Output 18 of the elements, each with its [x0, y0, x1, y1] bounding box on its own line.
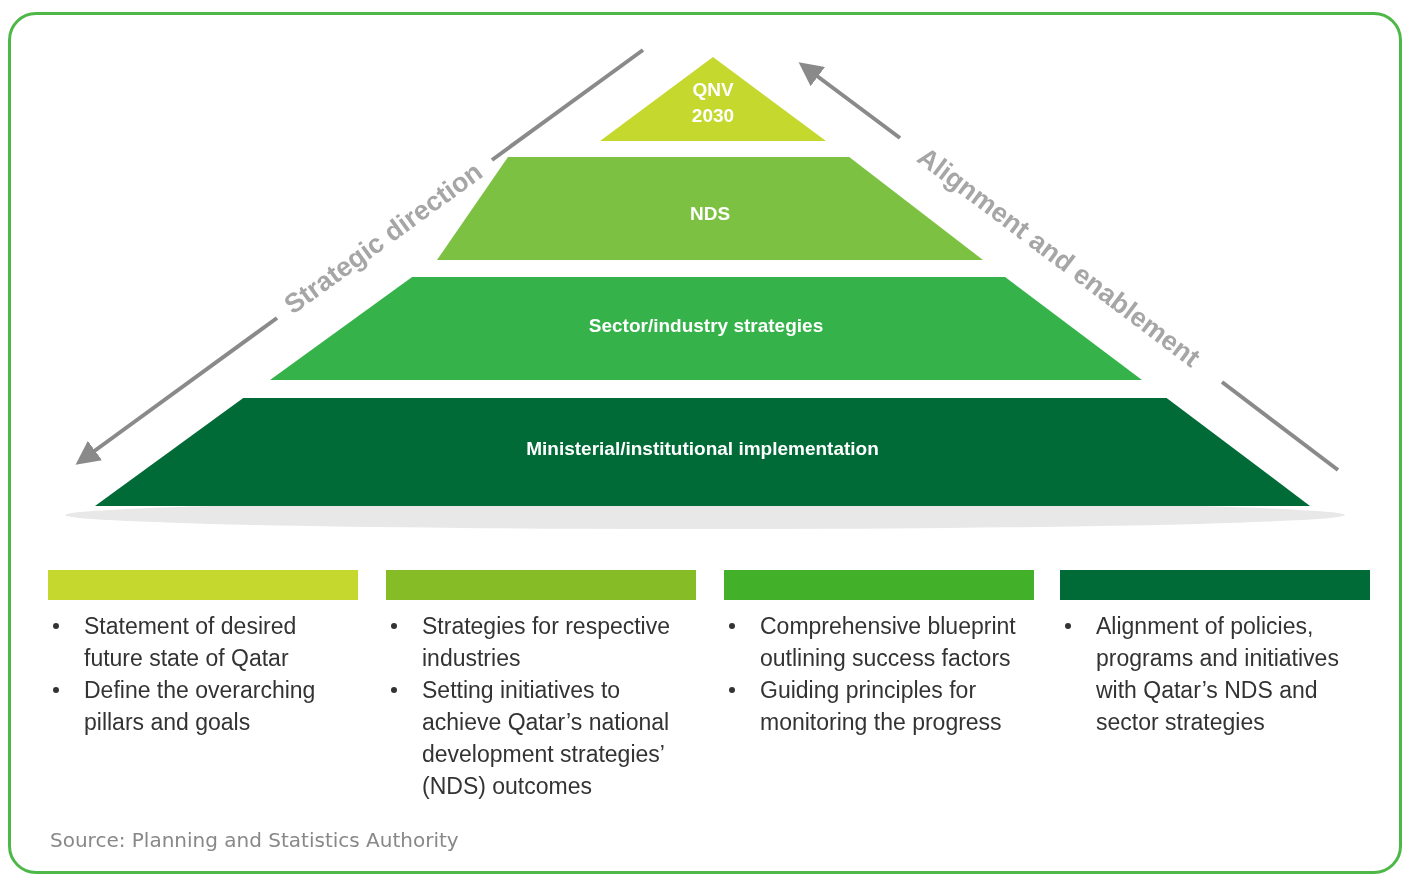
bullet-text: Alignment of policies, programs and initiatives with Qatar’s NDS and sector strategies [1096, 610, 1370, 738]
pyramid-layer [600, 57, 826, 141]
layer-label: NDS [688, 203, 732, 225]
pyramid-layer [95, 398, 1310, 506]
description-column [386, 570, 696, 802]
description-column [724, 570, 1034, 738]
bullet-text: Guiding principles for monitoring the progress [760, 674, 1034, 738]
layer-label: QNV 2030 [690, 78, 736, 128]
description-column [48, 570, 358, 738]
description-column [1060, 570, 1370, 738]
source-note: Source: Planning and Statistics Authority [50, 828, 459, 852]
bullet-text: Define the overarching pillars and goals [84, 674, 358, 738]
bullet-text: Statement of desired future state of Qatar [84, 610, 358, 674]
bullet-text: Setting initiatives to achieve Qatar’s national development strategies’ (NDS) outcomes [422, 674, 696, 802]
layer-label: Sector/industry strategies [587, 315, 825, 337]
bullet-text: Comprehensive blueprint outlining success factors [760, 610, 1034, 674]
layer-label: Ministerial/institutional implementation [525, 438, 880, 460]
bullet-text: Strategies for respective industries [422, 610, 696, 674]
